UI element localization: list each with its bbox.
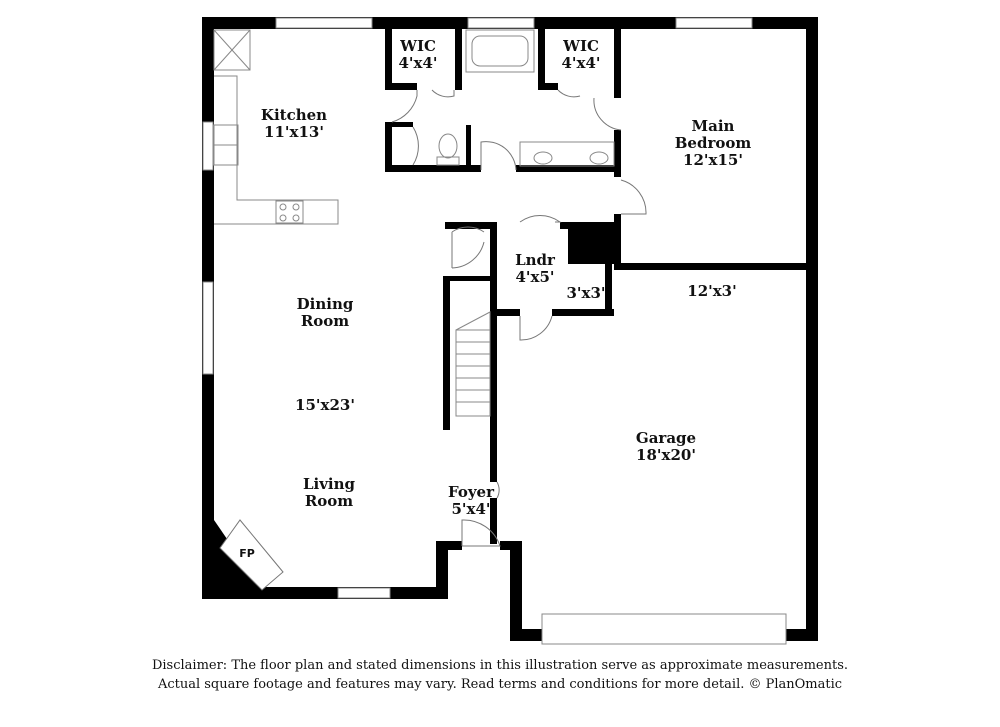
living-dining-size: 15'x23' — [295, 396, 355, 414]
doors — [391, 89, 647, 547]
wic-left-size: 4'x4' — [398, 54, 437, 72]
room-labels: WIC 4'x4' WIC 4'x4' Kitchen 11'x13' Main… — [261, 37, 751, 518]
fireplace-label: FP — [239, 547, 255, 560]
bath-fixtures — [436, 29, 615, 167]
dining-name-2: Room — [301, 312, 349, 330]
kitchen-name: Kitchen — [261, 106, 327, 124]
disclaimer-line-2: Actual square footage and features may v… — [157, 677, 843, 692]
closet-size: 3'x3' — [566, 284, 605, 302]
kitchen-fixtures — [213, 29, 339, 225]
kitchen-size: 11'x13' — [264, 123, 324, 141]
main-bedroom-name-1: Main — [692, 117, 735, 135]
wic-right-size: 4'x4' — [561, 54, 600, 72]
interior-walls — [385, 24, 814, 544]
storage-size: 12'x3' — [687, 282, 736, 300]
toilet-icon — [436, 133, 460, 166]
foyer-name: Foyer — [448, 483, 495, 501]
stove-icon — [275, 200, 304, 224]
laundry-size: 4'x5' — [515, 268, 554, 286]
windows — [202, 17, 787, 645]
wic-left-name: WIC — [399, 37, 436, 55]
garage-name: Garage — [636, 429, 696, 447]
dining-name-1: Dining — [297, 295, 354, 313]
bathtub — [465, 29, 535, 73]
laundry-name: Lndr — [515, 251, 556, 269]
main-bedroom-size: 12'x15' — [683, 151, 743, 169]
vanity — [519, 141, 615, 167]
garage-size: 18'x20' — [636, 446, 696, 464]
living-name-2: Room — [305, 492, 353, 510]
refrigerator — [213, 29, 251, 71]
foyer-size: 5'x4' — [451, 500, 490, 518]
fireplace-icon: FP — [214, 519, 284, 591]
disclaimer-line-1: Disclaimer: The floor plan and stated di… — [151, 658, 849, 673]
stairs — [455, 311, 491, 417]
main-bedroom-name-2: Bedroom — [675, 134, 752, 152]
living-name-1: Living — [303, 475, 356, 493]
wic-right-name: WIC — [562, 37, 599, 55]
disclaimer: Disclaimer: The floor plan and stated di… — [0, 656, 1000, 694]
